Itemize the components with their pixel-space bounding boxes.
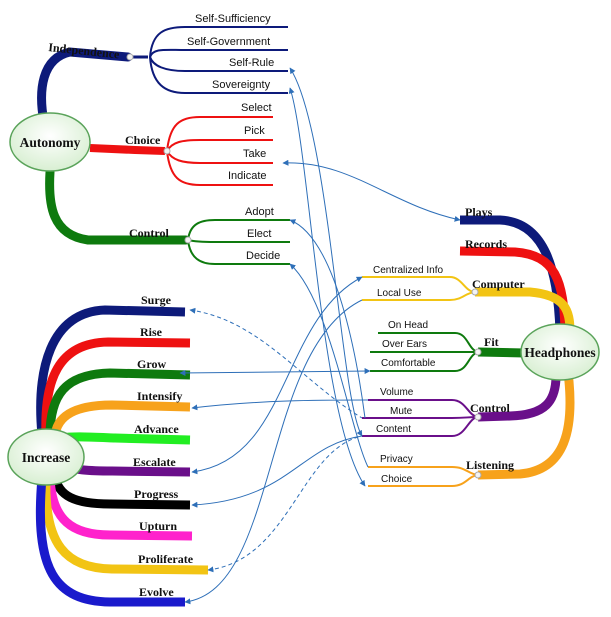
branch-rise: Rise bbox=[140, 325, 163, 339]
link-surge-mute bbox=[189, 307, 363, 419]
branch-listening: Listening bbox=[466, 458, 514, 472]
leaf-elect: Elect bbox=[247, 228, 271, 240]
leaf-select: Select bbox=[241, 102, 272, 114]
branch-intensify: Intensify bbox=[137, 389, 182, 403]
leaf-choice-hp: Choice bbox=[381, 474, 413, 485]
branch-upturn: Upturn bbox=[139, 519, 177, 533]
link-progress-content bbox=[191, 435, 363, 508]
increase-hub-label: Increase bbox=[22, 450, 71, 465]
choice-branch bbox=[89, 144, 166, 155]
leaf-comfortable: Comfortable bbox=[381, 358, 436, 369]
increase-hub bbox=[7, 428, 85, 486]
headphones-hub bbox=[520, 323, 600, 381]
branch-plays: Plays bbox=[465, 205, 493, 219]
leaf-volume: Volume bbox=[380, 387, 414, 398]
leaf-self-rule: Self-Rule bbox=[229, 57, 274, 69]
leaf-sovereignty: Sovereignty bbox=[212, 79, 271, 91]
choice-label: Choice bbox=[125, 133, 161, 147]
leaf-self-sufficiency: Self-Sufficiency bbox=[195, 13, 271, 25]
independence-branch bbox=[37, 47, 133, 127]
leaf-take: Take bbox=[243, 148, 266, 160]
cross-links bbox=[179, 67, 461, 605]
leaf-pick: Pick bbox=[244, 125, 265, 137]
link-selfrule-content bbox=[289, 67, 363, 437]
control-label: Control bbox=[129, 226, 169, 240]
leaf-on-head: On Head bbox=[388, 320, 428, 331]
branch-proliferate: Proliferate bbox=[138, 552, 194, 566]
autonomy-hub-label: Autonomy bbox=[20, 135, 81, 150]
branch-escalate: Escalate bbox=[133, 455, 176, 469]
branch-fit: Fit bbox=[484, 335, 499, 349]
link-grow-comfortable bbox=[179, 368, 371, 376]
branch-surge: Surge bbox=[141, 293, 172, 307]
branch-progress: Progress bbox=[134, 487, 179, 501]
branch-computer: Computer bbox=[472, 277, 525, 291]
leaf-privacy: Privacy bbox=[380, 454, 413, 465]
increase-cluster: Surge Rise Grow Intensify Advance Escala… bbox=[7, 293, 209, 607]
leaf-decide: Decide bbox=[246, 250, 280, 262]
link-sovereignty-choice bbox=[288, 87, 366, 487]
link-adopt-mute bbox=[289, 219, 366, 419]
branch-advance: Advance bbox=[134, 422, 179, 436]
control-branch bbox=[45, 167, 191, 245]
leaf-local-use: Local Use bbox=[377, 288, 422, 299]
leaf-indicate: Indicate bbox=[228, 170, 267, 182]
link-intensify-volume bbox=[191, 399, 369, 411]
leaf-centralized-info: Centralized Info bbox=[373, 265, 443, 276]
leaf-adopt: Adopt bbox=[245, 206, 274, 218]
leaf-self-government: Self-Government bbox=[187, 36, 270, 48]
headphones-hub-label: Headphones bbox=[524, 345, 595, 360]
headphones-cluster: Plays Records Computer Fit Control Liste… bbox=[362, 205, 600, 487]
leaf-mute: Mute bbox=[390, 406, 413, 417]
branch-grow: Grow bbox=[137, 357, 166, 371]
branch-evolve: Evolve bbox=[139, 585, 174, 599]
branch-records: Records bbox=[465, 237, 507, 251]
autonomy-hub bbox=[9, 112, 91, 172]
link-escalate-centralized bbox=[191, 276, 363, 475]
autonomy-cluster: Independence Self-Sufficiency Self-Gover… bbox=[9, 13, 290, 265]
link-evolve-localuse bbox=[184, 299, 363, 605]
link-proliferate-content bbox=[207, 435, 363, 573]
leaf-over-ears: Over Ears bbox=[382, 339, 427, 350]
branch-control-hp: Control bbox=[470, 401, 510, 415]
leaf-content: Content bbox=[376, 424, 411, 435]
